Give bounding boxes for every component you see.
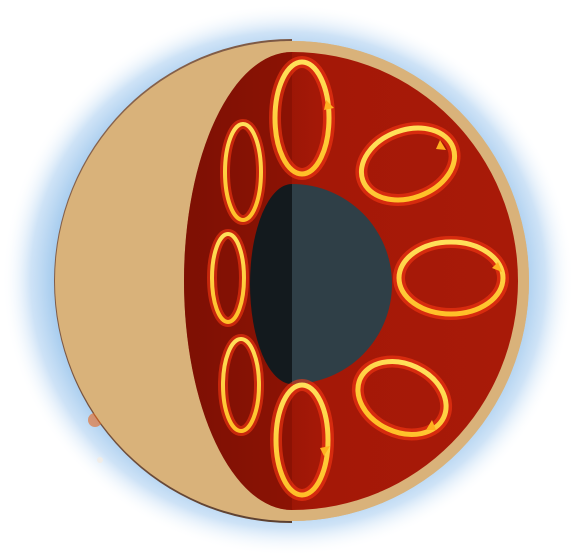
- planet-cutaway-diagram: [0, 0, 576, 556]
